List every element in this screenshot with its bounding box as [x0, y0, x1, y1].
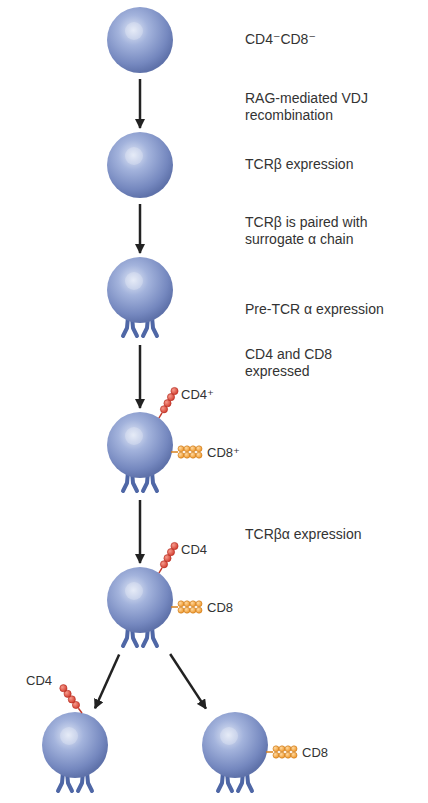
- t-cell: CD4⁻CD8⁻: [107, 7, 173, 73]
- cell-highlight: [60, 727, 78, 745]
- cd8-domain: [190, 452, 196, 458]
- development-arrow: [139, 79, 142, 128]
- cell-shape: [107, 132, 173, 198]
- t-cell: TCRβ expression: [107, 132, 173, 198]
- cd8-domain: [184, 446, 190, 452]
- cell-label: CD8⁺: [207, 444, 257, 461]
- cell-shape: [107, 257, 173, 339]
- cd8-domain: [279, 752, 285, 758]
- cd8-domain: [184, 601, 190, 607]
- cd4-domain: [171, 542, 178, 549]
- cell-highlight: [125, 427, 143, 445]
- cd8-domain: [196, 607, 202, 613]
- development-arrow: [139, 204, 142, 253]
- cd4-stem: [159, 413, 162, 418]
- development-arrow: [139, 500, 142, 563]
- cell-shape: [107, 567, 173, 649]
- cd4-domain: [60, 685, 67, 692]
- cell-label: TCRβ expression: [245, 156, 415, 173]
- cd4-domain: [171, 387, 178, 394]
- development-arrow: [170, 654, 206, 709]
- development-arrow: [139, 345, 142, 408]
- development-arrow: [95, 654, 119, 708]
- cd8-stem: [171, 606, 178, 608]
- cell-label: CD4: [26, 672, 76, 689]
- cd8-domain: [273, 752, 279, 758]
- cd8-domain: [190, 607, 196, 613]
- cell-shape: [202, 712, 268, 794]
- cell-highlight: [125, 22, 143, 40]
- cell-label: CD8: [207, 599, 257, 616]
- cd8-stem: [171, 451, 178, 453]
- cd8-domain: [178, 601, 184, 607]
- cd8-domain: [291, 752, 297, 758]
- cell-label: CD4⁺: [181, 386, 231, 403]
- cd8-domain: [285, 746, 291, 752]
- cell-body: [107, 7, 173, 73]
- cell-shape: [107, 7, 173, 73]
- cd8-domain: [178, 446, 184, 452]
- step-label: TCRβα expression: [245, 526, 415, 543]
- cell-label: CD8: [302, 744, 352, 761]
- cd8-domain: [291, 746, 297, 752]
- cd8-domain: [190, 601, 196, 607]
- cd8-domain: [178, 452, 184, 458]
- t-cell: CD8: [202, 712, 268, 794]
- cd8-domain: [273, 746, 279, 752]
- cd8-domain: [190, 446, 196, 452]
- cell-highlight: [125, 582, 143, 600]
- cd4-stem: [78, 708, 82, 713]
- t-cell: CD4: [42, 712, 108, 794]
- step-label: CD4 and CD8 expressed: [245, 346, 345, 380]
- cd8-domain: [196, 452, 202, 458]
- cell-shape: [107, 412, 173, 494]
- cell-label: CD4⁻CD8⁻: [245, 31, 415, 48]
- cd8-stem: [266, 751, 273, 753]
- cell-highlight: [220, 727, 238, 745]
- cell-body: [107, 257, 173, 323]
- cell-body: [107, 412, 173, 478]
- cd8-domain: [285, 752, 291, 758]
- cell-body: [42, 712, 108, 778]
- cd8-domain: [196, 601, 202, 607]
- cell-highlight: [125, 272, 143, 290]
- cell-body: [107, 132, 173, 198]
- cell-body: [107, 567, 173, 633]
- step-label: RAG-mediated VDJ recombination: [245, 90, 375, 124]
- cell-label: CD4: [181, 541, 231, 558]
- cd4-stem: [159, 568, 162, 573]
- t-cell: CD4⁺CD8⁺: [107, 412, 173, 494]
- t-cell: CD4CD8: [107, 567, 173, 649]
- cell-shape: [42, 712, 108, 794]
- cd8-domain: [178, 607, 184, 613]
- cell-highlight: [125, 147, 143, 165]
- cd8-domain: [184, 607, 190, 613]
- step-label: TCRβ is paired with surrogate α chain: [245, 214, 385, 248]
- cd8-domain: [196, 446, 202, 452]
- cd8-domain: [184, 452, 190, 458]
- cell-body: [202, 712, 268, 778]
- cd8-domain: [279, 746, 285, 752]
- cell-label: Pre-TCR α expression: [245, 301, 415, 318]
- t-cell: Pre-TCR α expression: [107, 257, 173, 339]
